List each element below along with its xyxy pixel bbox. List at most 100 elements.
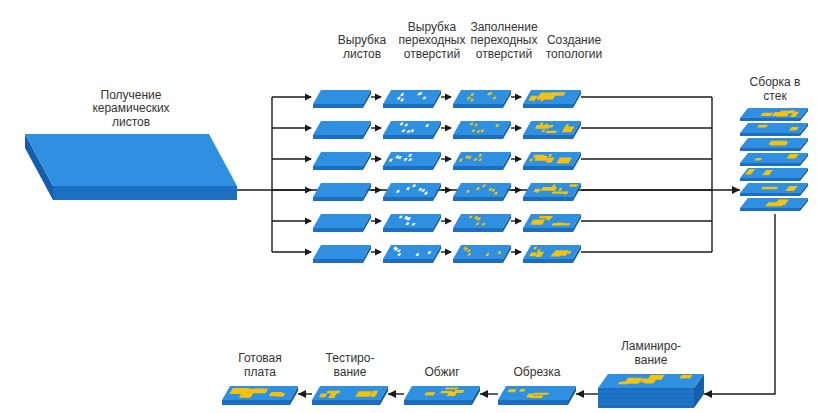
conductor-pad xyxy=(790,112,800,117)
arrow-head xyxy=(375,156,382,163)
ceramic-sheet xyxy=(383,152,441,170)
ceramic-sheet xyxy=(313,183,371,201)
ceramic-sheet xyxy=(523,90,581,108)
flow-arrow xyxy=(388,393,404,394)
conductor-pad xyxy=(772,112,783,116)
arrow-head xyxy=(305,156,312,163)
slab-front xyxy=(313,166,363,170)
via-dot xyxy=(476,187,480,190)
slab-top xyxy=(404,386,480,400)
conductor-pad xyxy=(754,158,762,161)
ceramic-sheet xyxy=(523,152,581,170)
conductor-pad xyxy=(789,127,799,131)
slab-front xyxy=(523,228,573,232)
via-dot xyxy=(418,188,422,191)
via-dot xyxy=(478,158,482,161)
layer-line xyxy=(598,404,694,405)
arrow-head xyxy=(375,125,382,132)
arrow-head xyxy=(445,94,452,101)
conductor-pad xyxy=(569,184,578,187)
arrow-head xyxy=(305,249,312,256)
step-label: Обжиг xyxy=(407,366,477,380)
conductor-pad xyxy=(760,113,773,116)
via-dot xyxy=(407,130,411,133)
via-dot xyxy=(482,185,486,188)
via-dot xyxy=(464,248,468,251)
trimmed-board-shape xyxy=(498,384,576,408)
slab-front xyxy=(383,259,433,263)
slab-top xyxy=(523,152,581,166)
slab-front xyxy=(453,197,503,201)
arrow-head xyxy=(305,94,312,101)
slab-front xyxy=(53,186,237,200)
via-dot xyxy=(427,251,431,254)
via-dot xyxy=(540,123,544,126)
via-dot xyxy=(470,93,474,96)
flow-arrow xyxy=(480,393,498,394)
slab-front xyxy=(523,104,573,108)
conductor-pad xyxy=(529,253,537,257)
arrow-head xyxy=(375,94,382,101)
conductor-pad xyxy=(761,187,779,190)
slab-top xyxy=(313,152,371,166)
slab-top xyxy=(523,245,581,259)
ceramic-sheet xyxy=(383,90,441,108)
conductor-pad xyxy=(552,191,569,193)
via-dot xyxy=(405,222,409,225)
ceramic-sheet xyxy=(523,121,581,139)
flow-line xyxy=(271,97,272,252)
via-dot xyxy=(565,124,569,127)
via-dot xyxy=(474,124,478,127)
conductor-pad xyxy=(549,92,566,95)
arrow-head xyxy=(445,125,452,132)
ceramic-sheet xyxy=(313,121,371,139)
flow-line xyxy=(581,127,712,128)
column-heading: Вырубка переходных отверстий xyxy=(395,21,469,62)
slab-top xyxy=(383,214,441,228)
ceramic-sheet xyxy=(313,214,371,232)
conductor-pad xyxy=(519,389,526,392)
slab-front xyxy=(523,135,573,139)
via-dot xyxy=(417,93,421,96)
via-dot xyxy=(533,247,537,250)
step-label: Готовая плата xyxy=(230,352,290,380)
conductor-pad xyxy=(535,252,544,257)
slab-front xyxy=(453,166,503,170)
via-dot xyxy=(485,253,489,256)
via-dot xyxy=(404,158,408,161)
slab-front xyxy=(523,197,573,201)
via-dot xyxy=(400,99,404,102)
slab-front xyxy=(313,228,363,232)
conductor-pad xyxy=(679,375,692,378)
ceramic-sheet xyxy=(453,152,511,170)
arrow-head xyxy=(515,94,522,101)
laminated-block: Ламиниро-вание xyxy=(598,340,704,410)
via-dot xyxy=(459,159,463,162)
slab-top xyxy=(313,214,371,228)
via-dot xyxy=(491,189,495,192)
conductor-pad xyxy=(252,389,268,394)
via-dot xyxy=(404,124,408,127)
conductor-pad xyxy=(530,396,544,398)
arrow-head xyxy=(445,187,452,194)
slab-top xyxy=(598,374,704,388)
arrow-head xyxy=(375,218,382,225)
column-heading: Заполнение переходных отверстий xyxy=(467,21,541,62)
slab-top xyxy=(383,121,441,135)
flow-arrow xyxy=(298,393,312,394)
conductor-pad xyxy=(774,200,789,205)
slab-front xyxy=(523,259,573,263)
slab-top xyxy=(383,245,441,259)
sheet-stack: Сборка в стек xyxy=(740,76,810,214)
slab-top xyxy=(312,386,388,400)
slab-top xyxy=(498,386,576,400)
conductor-pad xyxy=(769,142,788,146)
green-sheet-stock: Получение керамических листов xyxy=(25,89,237,202)
conductor-pad xyxy=(640,379,657,383)
conductor-pad xyxy=(644,379,656,383)
slab-front xyxy=(312,400,380,405)
slab-top xyxy=(523,121,581,135)
via-dot xyxy=(475,222,479,225)
conductor-pad xyxy=(355,391,372,397)
arrow-head xyxy=(375,249,382,256)
